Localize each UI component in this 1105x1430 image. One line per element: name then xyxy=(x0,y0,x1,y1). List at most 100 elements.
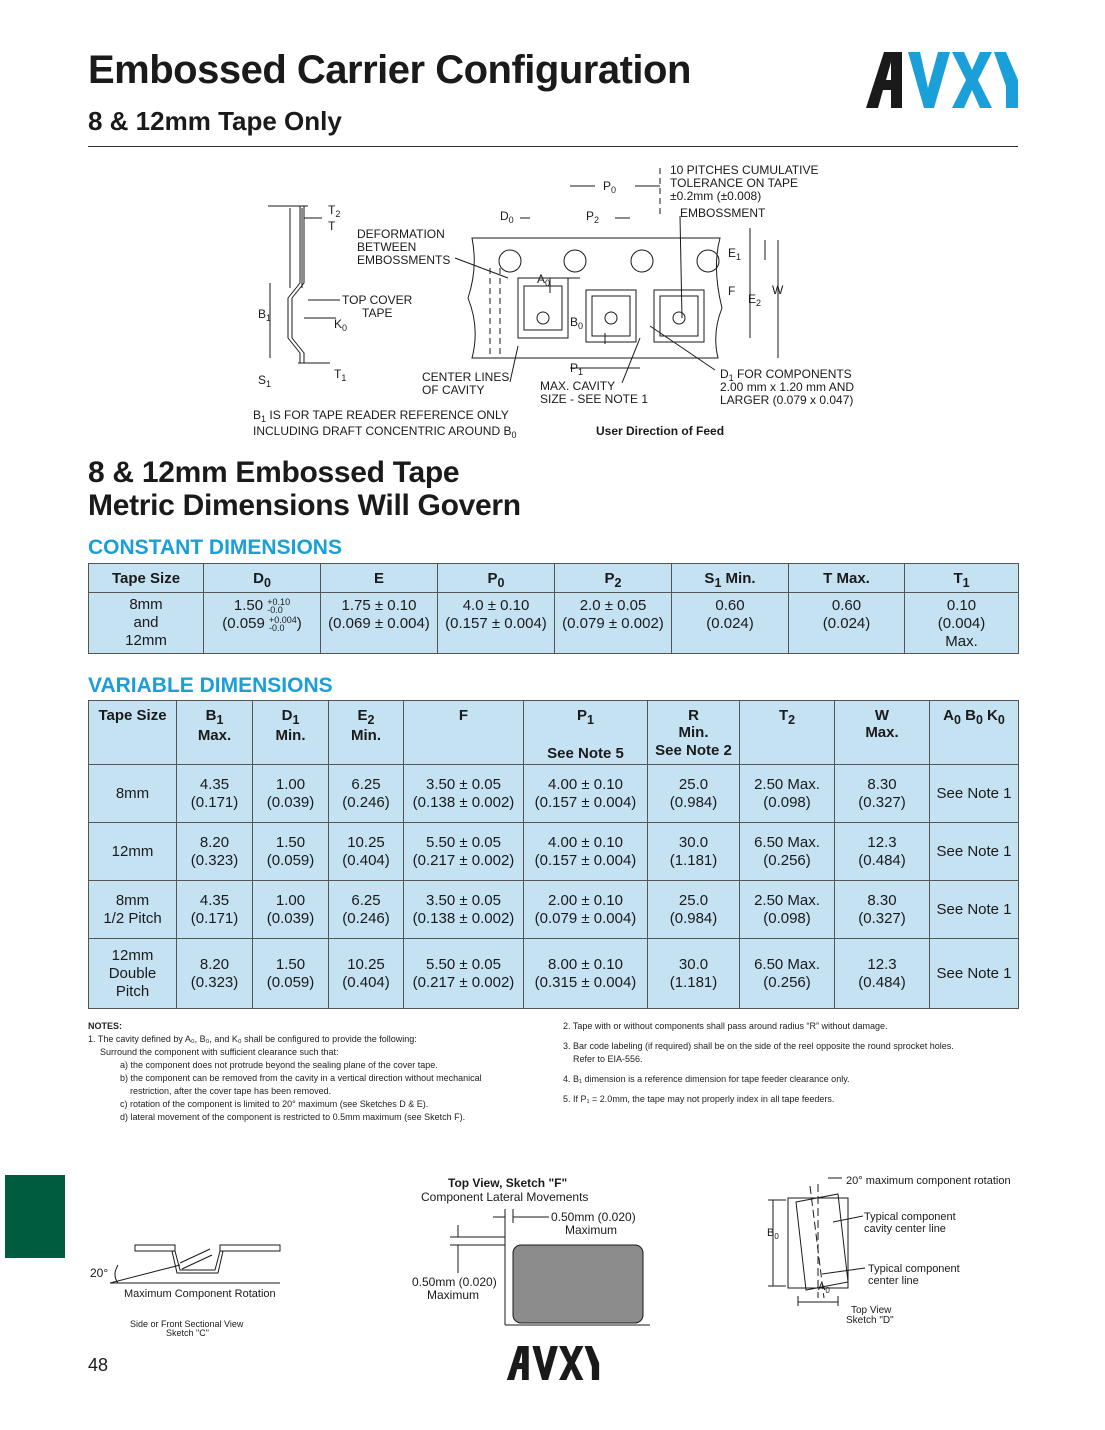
svg-text:MAX. CAVITY: MAX. CAVITY xyxy=(540,379,615,393)
note-3: 3. Bar code labeling (if required) shall… xyxy=(563,1041,954,1052)
cell-p1: 2.00 ± 0.10(0.079 ± 0.004) xyxy=(523,880,648,939)
svg-text:0.50mm (0.020): 0.50mm (0.020) xyxy=(551,1210,636,1224)
cell-tape-size: 12mm xyxy=(88,822,177,881)
col-p2: P2 xyxy=(554,562,672,594)
svg-text:INCLUDING DRAFT CONCENTRIC ARO: INCLUDING DRAFT CONCENTRIC AROUND B0 xyxy=(253,424,516,440)
section-tab xyxy=(5,1175,65,1258)
col-f: F xyxy=(403,700,524,765)
svg-text:T: T xyxy=(328,219,336,233)
svg-text:B1: B1 xyxy=(258,307,271,323)
svg-text:20°: 20° xyxy=(90,1266,108,1280)
svg-text:EMBOSSMENTS: EMBOSSMENTS xyxy=(357,253,450,267)
page-number: 48 xyxy=(88,1355,109,1375)
svg-text:B0: B0 xyxy=(570,315,583,331)
cell-e2: 6.25(0.246) xyxy=(328,764,404,823)
note-1b-cont: restriction, after the cover tape has be… xyxy=(130,1086,332,1097)
svg-text:2.00 mm x 1.20 mm AND: 2.00 mm x 1.20 mm AND xyxy=(720,380,854,394)
svg-text:SIZE - SEE NOTE 1: SIZE - SEE NOTE 1 xyxy=(540,392,648,406)
note-5: 5. If P₁ = 2.0mm, the tape may not prope… xyxy=(563,1094,835,1105)
cell-w: 8.30(0.327) xyxy=(834,764,930,823)
cell-r: 25.0(0.984) xyxy=(647,764,740,823)
cell-d1: 1.50(0.059) xyxy=(252,938,329,1009)
cell-p0: 4.0 ± 0.10(0.157 ± 0.004) xyxy=(437,592,555,655)
note-1c: c) rotation of the component is limited … xyxy=(120,1099,429,1110)
table-header-row: Tape Size D0 E P0 P2 S1 Min. T Max. T1 xyxy=(88,562,1019,594)
svg-text:B1 IS FOR TAPE READER REFERENC: B1 IS FOR TAPE READER REFERENCE ONLY xyxy=(253,408,509,424)
svg-text:Top View: Top View xyxy=(851,1305,892,1316)
page-subtitle: 8 & 12mm Tape Only xyxy=(88,106,342,136)
svg-text:0.50mm (0.020): 0.50mm (0.020) xyxy=(412,1275,497,1289)
constant-dimensions-heading: CONSTANT DIMENSIONS xyxy=(88,536,342,559)
col-p0: P0 xyxy=(437,562,555,594)
cell-b1: 4.35(0.171) xyxy=(176,880,253,939)
col-tape-size: Tape Size xyxy=(88,700,177,765)
cell-e2: 10.25(0.404) xyxy=(328,822,404,881)
col-a0-b0-k0: A0 B0 K0 xyxy=(929,700,1019,765)
cell-d0: 1.50 +0.10-0.0 (0.059 +0.004-0.0) xyxy=(203,592,321,655)
svg-text:Top View, Sketch "F": Top View, Sketch "F" xyxy=(448,1176,567,1190)
cell-r: 30.0(1.181) xyxy=(647,822,740,881)
page-title: Embossed Carrier Configuration xyxy=(88,48,691,92)
svg-text:20° maximum component rotation: 20° maximum component rotation xyxy=(846,1175,1011,1187)
svg-text:EMBOSSMENT: EMBOSSMENT xyxy=(680,206,766,220)
svg-text:A0: A0 xyxy=(818,1281,830,1295)
cell-s1: 0.60(0.024) xyxy=(671,592,789,655)
svg-text:T1: T1 xyxy=(334,367,346,383)
cell-f: 3.50 ± 0.05(0.138 ± 0.002) xyxy=(403,880,524,939)
cell-e2: 6.25(0.246) xyxy=(328,880,404,939)
constant-dimensions-table: Tape Size D0 E P0 P2 S1 Min. T Max. T1 8… xyxy=(88,562,1019,655)
svg-text:TOP COVER: TOP COVER xyxy=(342,293,413,307)
svg-text:P1: P1 xyxy=(570,361,583,377)
cell-a0-b0-k0: See Note 1 xyxy=(929,822,1019,881)
table-row: 12mm 8.20(0.323) 1.50(0.059) 10.25(0.404… xyxy=(88,822,1019,881)
cell-a0-b0-k0: See Note 1 xyxy=(929,938,1019,1009)
notes-right: 2. Tape with or without components shall… xyxy=(563,1020,1018,1106)
avx-logo xyxy=(866,52,1018,108)
cell-tape-size: 8mm xyxy=(88,764,177,823)
section-heading: 8 & 12mm Embossed Tape xyxy=(88,456,460,489)
cell-w: 12.3(0.484) xyxy=(834,938,930,1009)
note-1b: b) the component can be removed from the… xyxy=(120,1073,482,1084)
svg-text:E1: E1 xyxy=(728,246,741,262)
notes-title: NOTES: xyxy=(88,1021,123,1031)
cell-r: 30.0(1.181) xyxy=(647,938,740,1009)
cell-a0-b0-k0: See Note 1 xyxy=(929,764,1019,823)
svg-text:DEFORMATION: DEFORMATION xyxy=(357,227,445,241)
svg-text:±0.2mm (±0.008): ±0.2mm (±0.008) xyxy=(670,189,761,203)
cell-t2: 2.50 Max.(0.098) xyxy=(739,764,835,823)
cell-p1: 4.00 ± 0.10(0.157 ± 0.004) xyxy=(523,764,648,823)
col-t2: T2 xyxy=(739,700,835,765)
cell-w: 12.3(0.484) xyxy=(834,822,930,881)
cell-e: 1.75 ± 0.10(0.069 ± 0.004) xyxy=(320,592,438,655)
svg-text:P0: P0 xyxy=(603,179,616,195)
cell-t2: 2.50 Max.(0.098) xyxy=(739,880,835,939)
svg-text:TOLERANCE ON TAPE: TOLERANCE ON TAPE xyxy=(670,176,798,190)
cell-r: 25.0(0.984) xyxy=(647,880,740,939)
svg-text:Component Lateral Movements: Component Lateral Movements xyxy=(421,1190,588,1204)
notes-left: NOTES: 1. The cavity defined by A₀, B₀, … xyxy=(88,1020,548,1124)
note-2: 2. Tape with or without components shall… xyxy=(563,1021,888,1031)
cell-f: 3.50 ± 0.05(0.138 ± 0.002) xyxy=(403,764,524,823)
cell-t-max: 0.60(0.024) xyxy=(788,592,905,655)
svg-text:Side or Front Sectional View: Side or Front Sectional View xyxy=(130,1319,244,1329)
cell-a0-b0-k0: See Note 1 xyxy=(929,880,1019,939)
cell-b1: 8.20(0.323) xyxy=(176,822,253,881)
svg-text:D1 FOR COMPONENTS: D1 FOR COMPONENTS xyxy=(720,367,852,383)
variable-dimensions-heading: VARIABLE DIMENSIONS xyxy=(88,674,333,697)
svg-text:D0: D0 xyxy=(500,209,514,225)
cell-f: 5.50 ± 0.05(0.217 ± 0.002) xyxy=(403,938,524,1009)
cell-w: 8.30(0.327) xyxy=(834,880,930,939)
col-d0: D0 xyxy=(203,562,321,594)
